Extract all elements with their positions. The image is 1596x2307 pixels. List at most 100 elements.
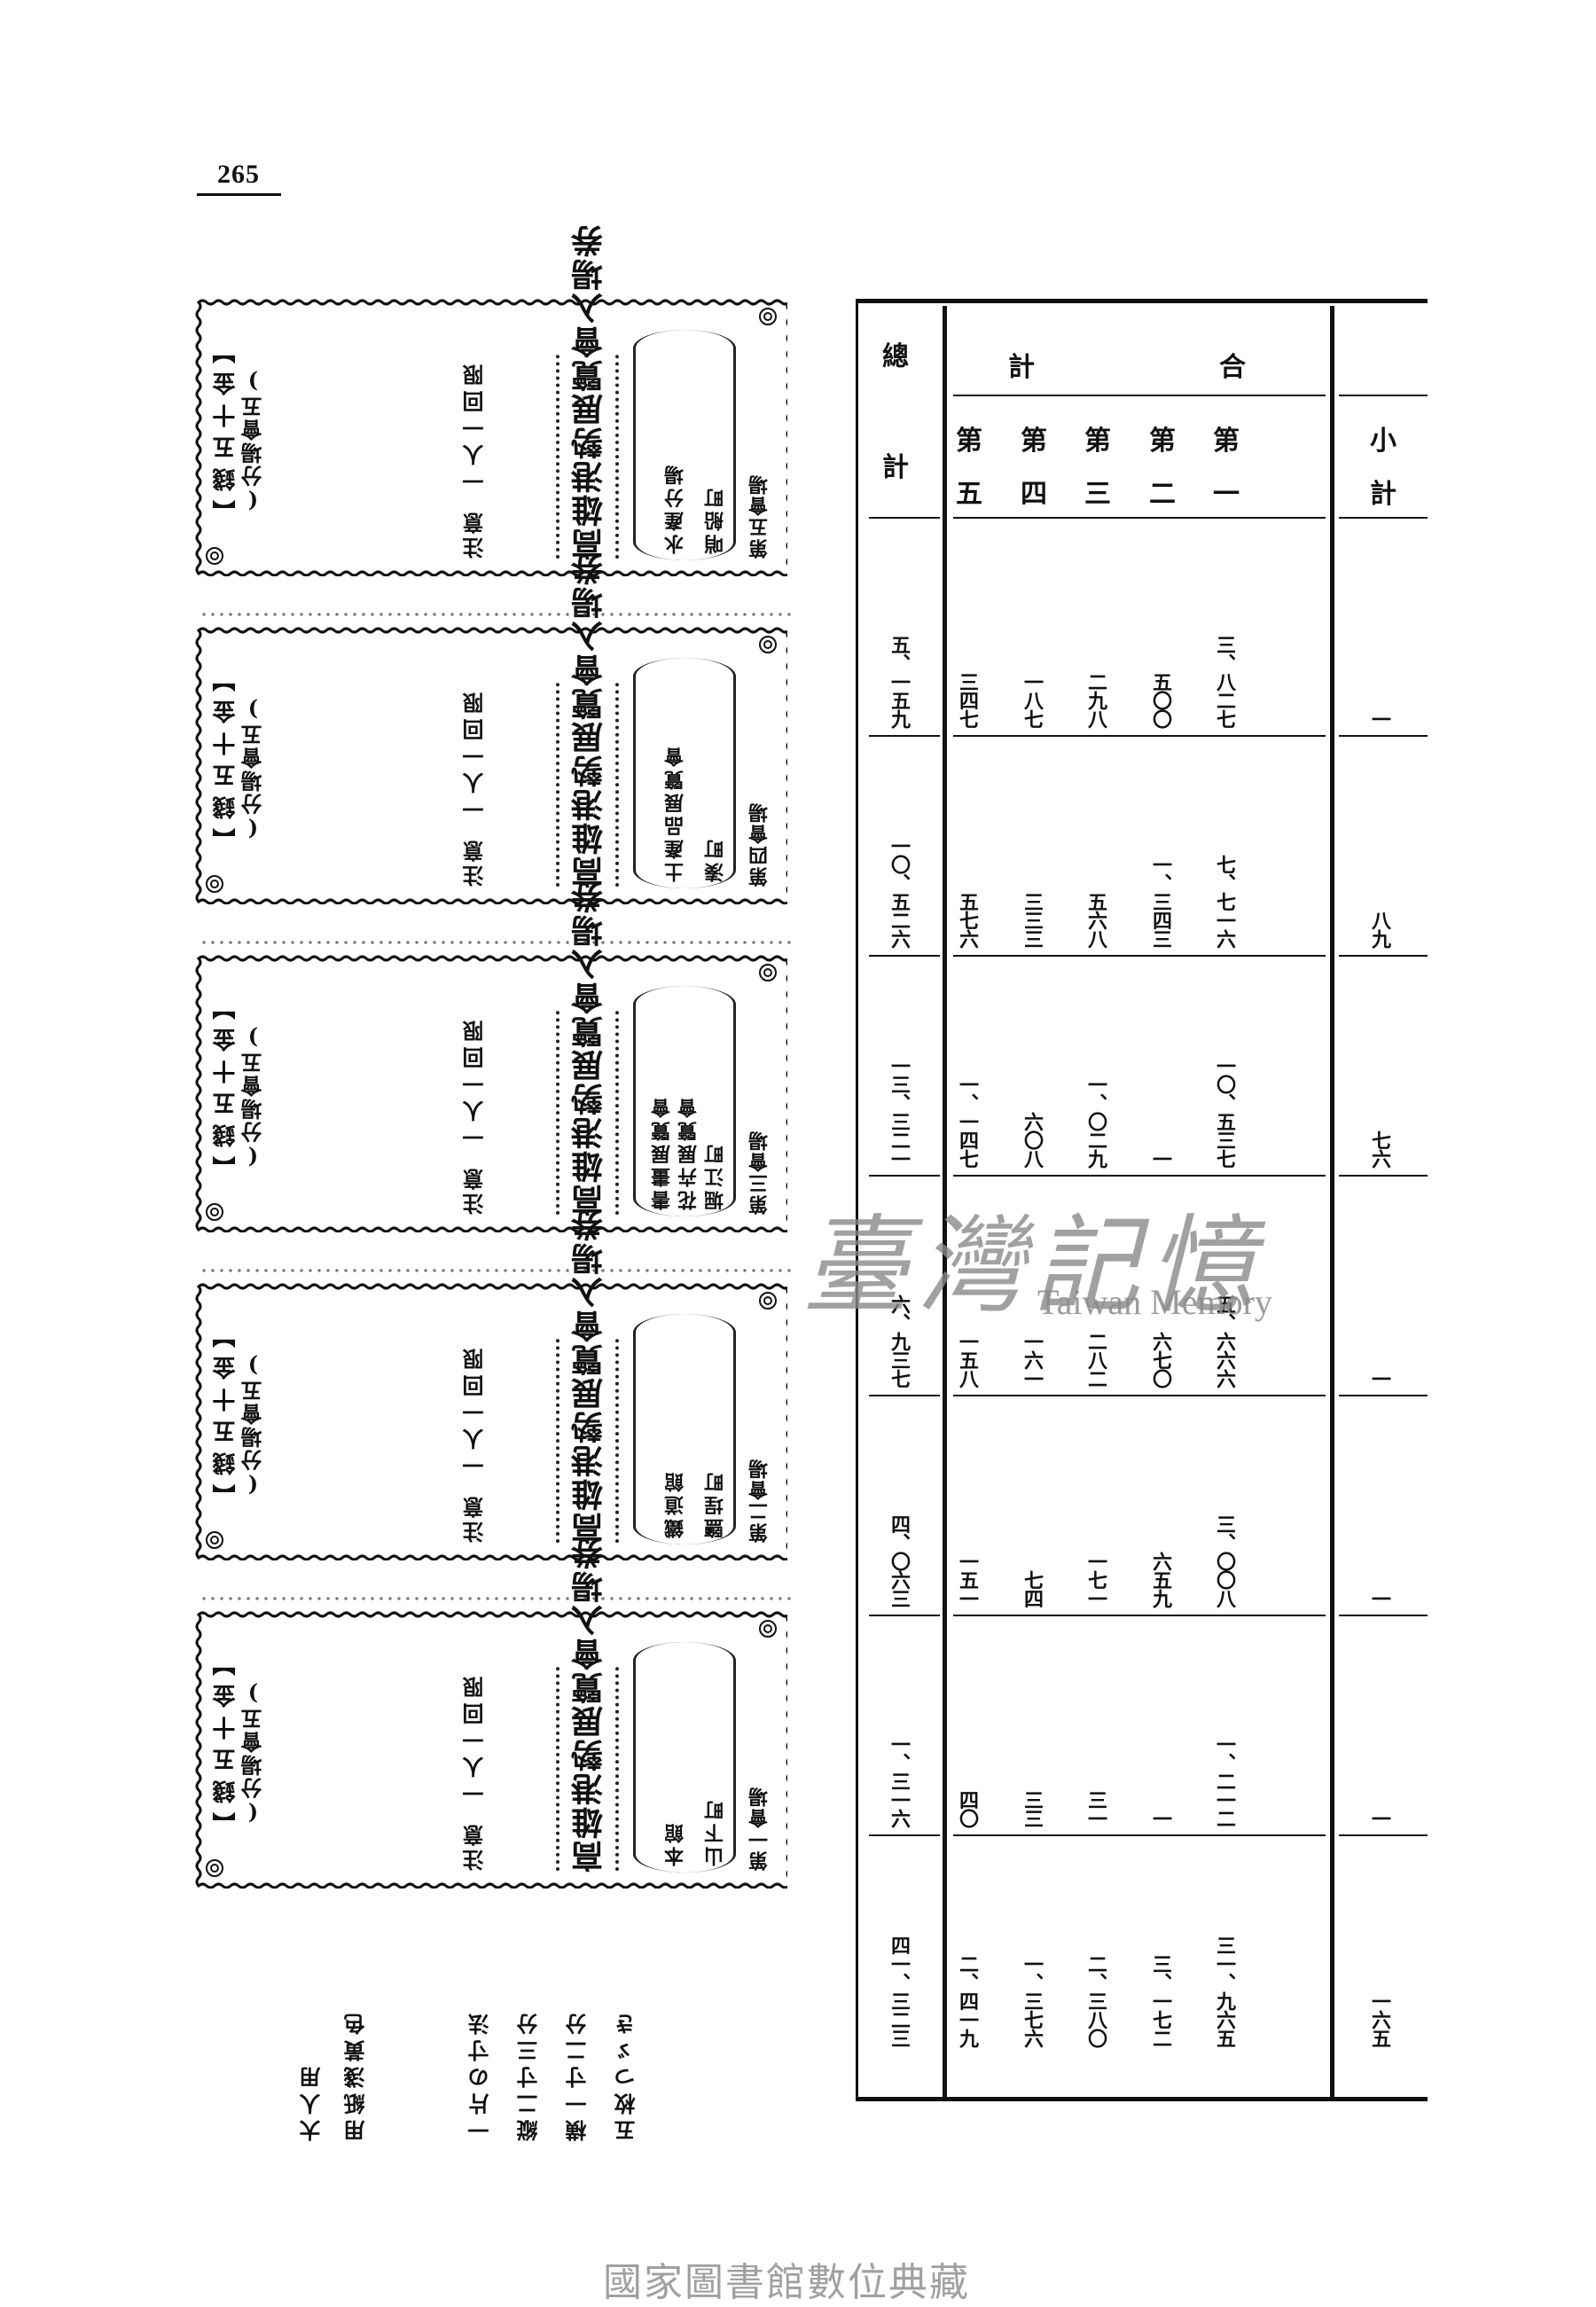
header-group-1: 合 <box>1219 352 1246 383</box>
cell-venue-c3: 一、〇二九 <box>1084 1075 1107 1168</box>
spiral-ornament-icon <box>759 964 777 981</box>
cell-venue-c3: 三一 <box>1084 1790 1107 1827</box>
column-header: 第 <box>956 426 982 457</box>
cell-venue-c2: 六五九 <box>1149 1552 1172 1607</box>
column-header: 二 <box>1149 479 1176 510</box>
cell-subtotal: 一 <box>1368 1369 1391 1388</box>
ticket-separator <box>200 940 794 945</box>
wavy-border <box>195 627 787 904</box>
row-rule <box>869 955 940 957</box>
cell-venue-c5: 一五八 <box>956 1332 979 1388</box>
ticket-venue-number: 第五會場 <box>748 473 771 559</box>
spiral-ornament-icon <box>206 1203 223 1221</box>
cell-grand-total: 六、九三七 <box>888 1294 911 1388</box>
cell-subtotal: 一六五 <box>1368 1991 1391 2047</box>
header-grand-total-1: 總 <box>882 341 909 372</box>
cell-grand-total: 一三、三二一 <box>888 1056 911 1168</box>
ticket-category: (分場會五) <box>240 367 266 514</box>
header-bottom-rule <box>953 517 1326 519</box>
ticket-note-label: 注意 <box>462 837 488 887</box>
cell-venue-c1: 三、八二七 <box>1213 635 1236 728</box>
admission-ticket: 第五會場 哨船町水產分場 高雄港勢展覽會入場券 注意 一人一回限 (分場會五) … <box>193 223 787 576</box>
admission-ticket: 第四會場 湊町土產品展覽會 高雄港勢展覽會入場券 注意 一人一回限 (分場會五)… <box>193 551 787 904</box>
cell-venue-c2: 一、三四三 <box>1149 855 1172 948</box>
header-subtotal-2: 計 <box>1370 479 1396 510</box>
cell-venue-c4: 七四 <box>1021 1570 1044 1607</box>
cell-venue-c3: 五六八 <box>1084 892 1107 948</box>
row-rule <box>1339 1175 1428 1177</box>
cell-grand-total: 一、三一六 <box>888 1734 911 1827</box>
spiral-ornament-icon <box>759 1292 777 1310</box>
table-left-rule <box>856 299 858 2101</box>
ticket-venue-number: 第四會場 <box>748 802 771 887</box>
header-bottom-rule <box>1339 517 1428 519</box>
row-rule <box>953 1175 1326 1177</box>
ticket-category: (分場會五) <box>240 1679 266 1826</box>
admission-ticket: 第二會場 鹽埕町鐵道館 高雄港勢展覽會入場券 注意 一人一回限 (分場會五) 【… <box>193 1208 787 1560</box>
ticket-venue-place: 土產品展覽會 <box>664 744 687 882</box>
ticket-separator <box>200 1596 794 1601</box>
row-rule <box>869 1395 940 1396</box>
row-rule <box>869 735 940 737</box>
ticket-separator <box>200 1268 794 1273</box>
column-header: 四 <box>1021 479 1047 510</box>
wavy-border <box>195 955 787 1232</box>
cell-venue-c4: 一八七 <box>1021 672 1044 728</box>
cell-venue-c3: 一七一 <box>1084 1552 1107 1607</box>
spiral-ornament-icon <box>759 1620 777 1638</box>
spiral-ornament-icon <box>206 1859 223 1877</box>
dotted-rule <box>556 355 559 559</box>
ticket-price: 【錢五十金】 <box>213 660 239 851</box>
row-rule <box>1339 1834 1428 1836</box>
ticket-note-label: 注意 <box>462 1821 488 1871</box>
dotted-rule <box>615 1339 619 1543</box>
dotted-rule <box>615 683 619 887</box>
cell-subtotal: 八九 <box>1368 911 1391 948</box>
header-group-rule <box>953 395 1326 396</box>
footer-credit: 國家圖書館數位典藏 <box>603 2260 970 2305</box>
spiral-ornament-icon <box>759 636 777 653</box>
row-rule <box>869 1175 940 1177</box>
watermark-text: Taiwan Memory <box>1037 1282 1272 1322</box>
ticket-price: 【錢五十金】 <box>213 1316 239 1507</box>
page-number: 265 <box>217 160 260 189</box>
ticket-note-label: 注意 <box>462 509 488 559</box>
header-group-rule <box>1339 395 1428 396</box>
cell-subtotal: 一 <box>1368 709 1391 728</box>
cell-venue-c5: 五七六 <box>956 892 979 948</box>
note-line: 大人用 <box>299 2061 325 2141</box>
column-header: 第 <box>1213 426 1240 457</box>
cell-venue-c5: 一五一 <box>956 1552 979 1607</box>
dotted-rule <box>556 683 559 887</box>
column-header: 一 <box>1213 479 1240 510</box>
row-rule <box>1339 1395 1428 1396</box>
ticket-note: 一人一回限 <box>462 1015 488 1148</box>
ticket-note: 一人一回限 <box>462 1343 488 1476</box>
cell-grand-total: 四一、三二三 <box>888 1936 911 2047</box>
cell-venue-c5: 二、四一九 <box>956 1954 979 2047</box>
ticket-title: 高雄港勢展覽會入場券 <box>571 1208 608 1545</box>
note-line: 縦二寸三分 <box>516 2008 542 2141</box>
column-header: 第 <box>1084 426 1111 457</box>
ticket-venue-number: 第三會場 <box>748 1130 771 1215</box>
cell-venue-c2: 一 <box>1149 1809 1172 1827</box>
row-rule <box>869 1834 940 1836</box>
cell-venue-c2: 三、一七二 <box>1149 1954 1172 2047</box>
row-rule <box>953 1834 1326 1836</box>
cell-venue-c2: 五〇〇 <box>1149 672 1172 728</box>
cell-venue-c1: 三一、九六五 <box>1213 1936 1236 2047</box>
wavy-border <box>195 1611 787 1889</box>
ticket-price: 【錢五十金】 <box>213 332 239 523</box>
ticket-venue-place: 哨船町 <box>704 485 727 554</box>
wavy-border <box>195 1283 787 1560</box>
dotted-rule <box>615 355 619 559</box>
watermark-logo: 臺灣記憶 <box>802 1205 1264 1328</box>
column-header: 五 <box>956 479 982 510</box>
cell-venue-c4: 三三 <box>1021 1790 1044 1827</box>
note-line: 五枚つゞき <box>614 2008 639 2141</box>
cell-venue-c3: 二、三八〇 <box>1084 1954 1107 2047</box>
cell-subtotal: 七六 <box>1368 1130 1391 1168</box>
cell-venue-c1: 七、七一六 <box>1213 855 1236 948</box>
cell-grand-total: 五、一五九 <box>888 635 911 728</box>
ticket-note-label: 注意 <box>462 1165 488 1215</box>
